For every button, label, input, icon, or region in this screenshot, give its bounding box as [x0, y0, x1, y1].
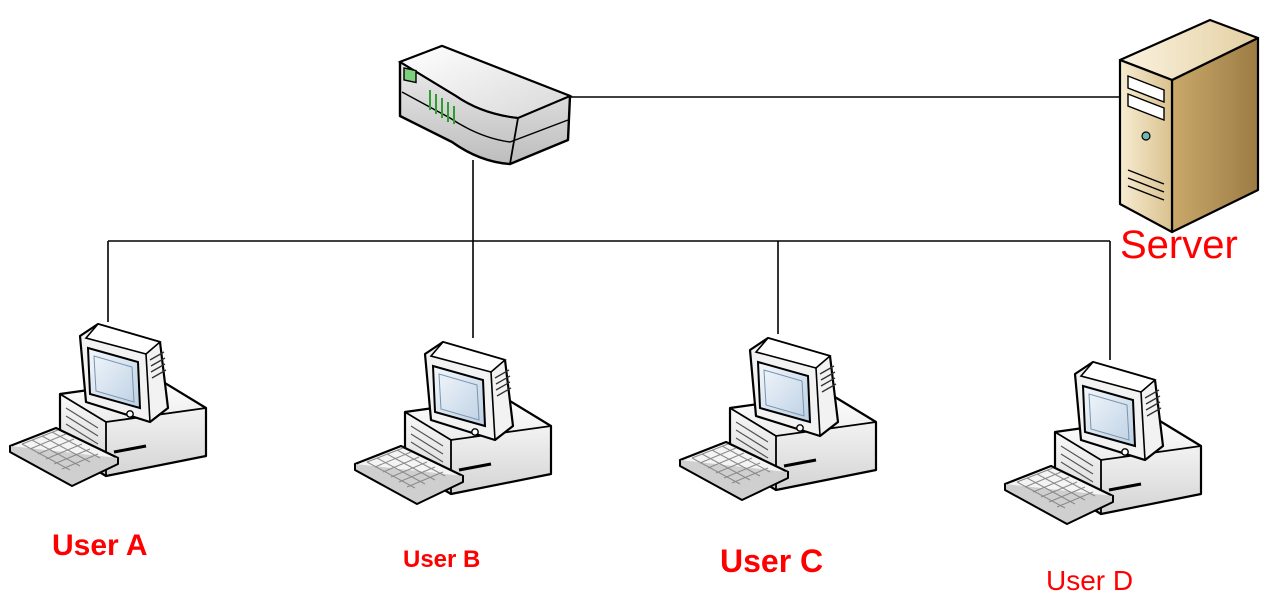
user-b-label: User B — [403, 546, 480, 573]
connection-lines — [107, 96, 1122, 360]
desktop-computer-icon — [1003, 360, 1203, 526]
desktop-computer-icon — [353, 340, 553, 506]
desktop-computer-icon — [8, 322, 208, 488]
user-a-label: User A — [52, 529, 148, 562]
desktop-computer-icon — [678, 336, 878, 502]
server-label: Server — [1120, 223, 1238, 267]
network-hub-icon — [397, 44, 573, 166]
user-d-label: User D — [1046, 565, 1133, 594]
user-c-label: User C — [720, 543, 823, 579]
server-tower-icon — [1118, 18, 1260, 234]
